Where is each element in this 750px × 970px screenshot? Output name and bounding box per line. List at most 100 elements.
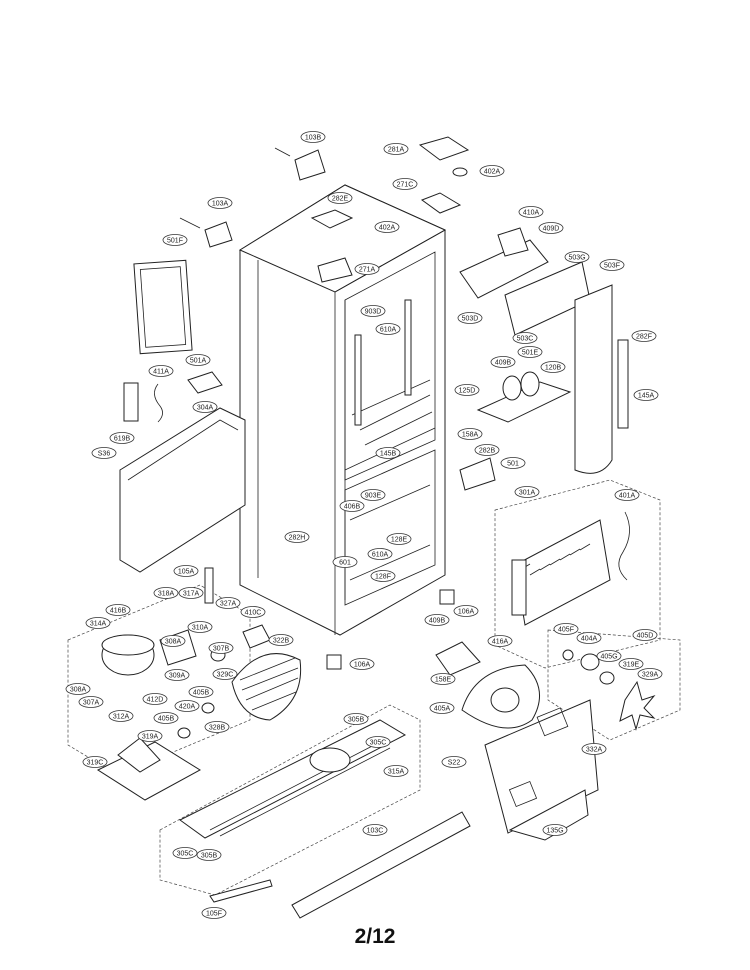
svg-text:103C: 103C [367, 828, 384, 835]
svg-text:405A: 405A [434, 706, 451, 713]
top-parts [179, 136, 470, 248]
part-label-158a: 158A [457, 428, 483, 440]
part-label-322b: 322B [268, 634, 294, 646]
svg-text:503D: 503D [462, 316, 479, 323]
part-label-503d: 503D [457, 312, 483, 324]
part-label-312a: 312A [108, 710, 134, 722]
svg-text:308A: 308A [165, 639, 182, 646]
part-label-158e: 158E [430, 673, 456, 685]
part-label-125d: 125D [454, 384, 480, 396]
svg-text:307A: 307A [83, 700, 100, 707]
svg-text:S22: S22 [448, 760, 461, 767]
part-label-601: 601 [332, 556, 358, 568]
part-label-411a: 411A [148, 365, 174, 377]
svg-text:416B: 416B [110, 608, 127, 615]
svg-text:271A: 271A [359, 267, 376, 274]
svg-text:305B: 305B [348, 717, 365, 724]
svg-text:401A: 401A [619, 493, 636, 500]
svg-text:309A: 309A [169, 673, 186, 680]
svg-text:305B: 305B [201, 853, 218, 860]
svg-text:103B: 103B [305, 135, 322, 142]
part-label-319a: 319A [137, 730, 163, 742]
svg-text:315A: 315A [388, 769, 405, 776]
part-label-307a: 307A [78, 696, 104, 708]
svg-text:312A: 312A [113, 714, 130, 721]
part-label-304a: 304A [192, 401, 218, 413]
svg-text:405B: 405B [193, 690, 210, 697]
part-label-106a: 106A [349, 658, 375, 670]
svg-text:319E: 319E [623, 662, 640, 669]
svg-text:405D: 405D [637, 633, 654, 640]
part-label-409b: 409B [490, 356, 516, 368]
svg-text:404A: 404A [581, 636, 598, 643]
svg-text:105F: 105F [206, 911, 222, 918]
svg-text:282H: 282H [289, 535, 306, 542]
part-label-410a: 410A [518, 206, 544, 218]
part-label-282e: 282E [327, 192, 353, 204]
part-label-145a: 145A [633, 389, 659, 401]
part-label-402a: 402A [479, 165, 505, 177]
part-label-501f: 501F [162, 234, 188, 246]
part-label-s22: S22 [441, 756, 467, 768]
svg-text:271C: 271C [397, 182, 414, 189]
svg-text:416A: 416A [492, 639, 509, 646]
part-label-319c: 319C [82, 756, 108, 768]
part-label-501a: 501A [185, 354, 211, 366]
part-label-329a: 329A [637, 668, 663, 680]
svg-text:S36: S36 [98, 451, 111, 458]
svg-text:402A: 402A [379, 225, 396, 232]
part-label-317a: 317A [178, 587, 204, 599]
part-label-105f: 105F [201, 907, 227, 919]
svg-text:128E: 128E [391, 537, 408, 544]
part-label-305c: 305C [365, 736, 391, 748]
svg-text:501E: 501E [522, 350, 539, 357]
svg-text:319A: 319A [142, 734, 159, 741]
base-assembly [96, 704, 471, 919]
svg-text:310A: 310A [192, 625, 209, 632]
svg-text:410A: 410A [523, 210, 540, 217]
part-label-416a: 416A [487, 635, 513, 647]
svg-text:501A: 501A [190, 358, 207, 365]
part-label-501: 501 [500, 457, 526, 469]
part-label-282h: 282H [284, 531, 310, 543]
svg-text:412D: 412D [147, 697, 164, 704]
part-label-282b: 282B [474, 444, 500, 456]
part-label-503g: 503G [564, 251, 590, 263]
svg-text:120B: 120B [545, 365, 562, 372]
right-lower-assemblies [435, 629, 681, 841]
part-label-416b: 416B [105, 604, 131, 616]
svg-text:281A: 281A [388, 147, 405, 154]
svg-text:145B: 145B [380, 451, 397, 458]
svg-text:317A: 317A [183, 591, 200, 598]
svg-text:405F: 405F [558, 627, 574, 634]
part-label-412d: 412D [142, 693, 168, 705]
svg-text:411A: 411A [153, 369, 169, 376]
svg-text:318A: 318A [158, 591, 175, 598]
part-label-315a: 315A [383, 765, 409, 777]
compressor-area [67, 567, 302, 776]
part-label-305b: 305B [343, 713, 369, 725]
part-label-318a: 318A [153, 587, 179, 599]
svg-text:409B: 409B [495, 360, 512, 367]
svg-text:158E: 158E [435, 677, 452, 684]
svg-text:308A: 308A [70, 687, 87, 694]
svg-text:106A: 106A [354, 662, 371, 669]
part-label-610a: 610A [367, 548, 393, 560]
part-label-281a: 281A [383, 143, 409, 155]
svg-text:610A: 610A [380, 327, 397, 334]
svg-text:610A: 610A [372, 552, 389, 559]
part-label-s36: S36 [91, 447, 117, 459]
part-label-310a: 310A [187, 621, 213, 633]
svg-text:503C: 503C [517, 336, 534, 343]
part-label-314a: 314A [85, 617, 111, 629]
part-label-405a: 405A [429, 702, 455, 714]
svg-text:307B: 307B [213, 646, 230, 653]
svg-text:305C: 305C [177, 851, 194, 858]
part-label-405f: 405F [553, 623, 579, 635]
part-label-282f: 282F [631, 330, 657, 342]
part-label-308a: 308A [160, 635, 186, 647]
svg-text:405G: 405G [600, 654, 617, 661]
part-label-128e: 128E [386, 533, 412, 545]
svg-text:301A: 301A [519, 490, 536, 497]
